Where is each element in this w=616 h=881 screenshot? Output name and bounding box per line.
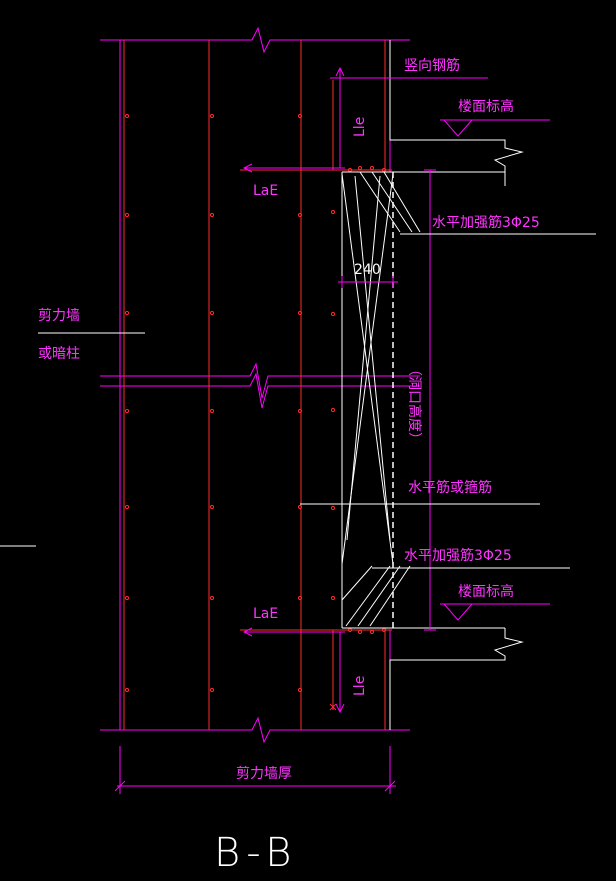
vertical-rebar-label: 竖向钢筋 bbox=[404, 57, 460, 74]
horizontal-or-stirrup-label: 水平筋或箍筋 bbox=[408, 479, 492, 496]
shear-wall-label-2: 或暗柱 bbox=[38, 346, 80, 362]
rebar-dot bbox=[330, 311, 336, 317]
shear-wall-outline bbox=[100, 26, 420, 744]
lae-top-label: LaE bbox=[253, 183, 278, 199]
rebar-dot bbox=[124, 113, 130, 119]
horizontal-reinforce-top-label: 水平加强筋3Φ25 bbox=[432, 214, 540, 231]
rebar-dot bbox=[124, 595, 130, 601]
rebar-dot bbox=[209, 408, 215, 414]
rebar-dots bbox=[124, 113, 387, 693]
rebar-dot bbox=[297, 113, 303, 119]
rebar-dot bbox=[124, 408, 130, 414]
floor-elevation-top-label: 楼面标高 bbox=[458, 98, 514, 115]
lle-bottom-label: Lle bbox=[352, 676, 368, 696]
rebar-dot bbox=[330, 209, 336, 215]
rebar-dot bbox=[124, 310, 130, 316]
rebar-dot bbox=[297, 212, 303, 218]
lae-bottom-label: LaE bbox=[253, 606, 278, 622]
rebar-dot bbox=[297, 595, 303, 601]
dim-240-label: 240 bbox=[354, 262, 381, 278]
rebar-dot bbox=[297, 408, 303, 414]
rebar-dot bbox=[330, 407, 336, 413]
rebar-dot bbox=[209, 113, 215, 119]
rebar-dot bbox=[124, 687, 130, 693]
annotation-lines bbox=[0, 66, 596, 794]
opening-red-bars bbox=[240, 80, 392, 711]
rebar-dot bbox=[209, 310, 215, 316]
rebar-dot bbox=[209, 212, 215, 218]
rebar-dot bbox=[297, 310, 303, 316]
rebar-dot bbox=[209, 595, 215, 601]
floor-slab-bottom bbox=[389, 628, 524, 730]
rebar-dot bbox=[369, 629, 375, 635]
section-title: B-B bbox=[214, 830, 297, 876]
rebar-dot bbox=[330, 595, 336, 601]
lle-top-label: Lle bbox=[352, 117, 368, 137]
vertical-rebar-lines bbox=[123, 40, 386, 730]
rebar-dot bbox=[369, 165, 375, 171]
rebar-dot bbox=[209, 504, 215, 510]
shear-wall-thickness-label: 剪力墙厚 bbox=[236, 766, 292, 782]
rebar-dot bbox=[297, 504, 303, 510]
opening-height-label: （洞口高度） bbox=[406, 362, 423, 446]
rebar-dot bbox=[297, 687, 303, 693]
rebar-dot bbox=[209, 687, 215, 693]
floor-slab-top bbox=[389, 40, 524, 186]
opening-outline bbox=[341, 171, 505, 629]
shear-wall-label-1: 剪力墙 bbox=[38, 308, 80, 324]
horizontal-reinforce-bottom-label: 水平加强筋3Φ25 bbox=[404, 547, 512, 564]
rebar-dot bbox=[357, 165, 363, 171]
rebar-dot bbox=[124, 504, 130, 510]
rebar-dot bbox=[357, 629, 363, 635]
rebar-dot bbox=[330, 505, 336, 511]
rebar-dot bbox=[124, 212, 130, 218]
floor-elevation-bottom-label: 楼面标高 bbox=[458, 583, 514, 600]
